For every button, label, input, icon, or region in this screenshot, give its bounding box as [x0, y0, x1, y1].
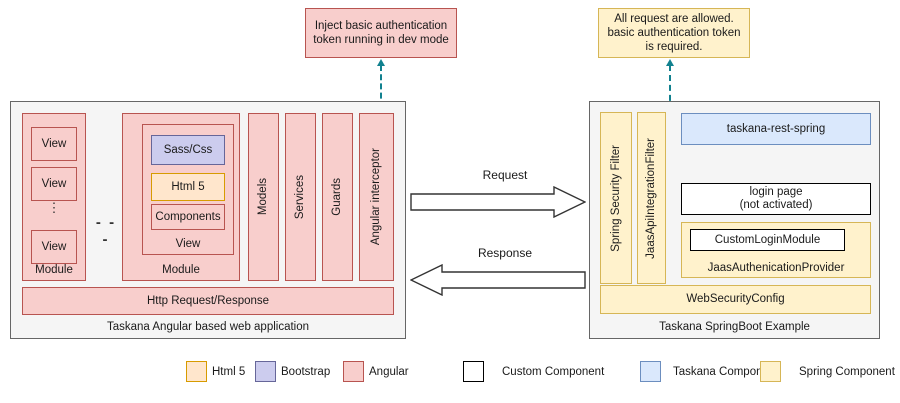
module-a-vertical-ellipsis-glyph: ⋮: [47, 200, 61, 215]
connector-line-left: [380, 65, 382, 117]
module-a-view-2: View: [31, 167, 77, 201]
module-b-item-sass-css: Sass/Css: [151, 135, 225, 165]
module-b-item-components: Components: [151, 204, 225, 230]
filter-spring-security: Spring Security Filter: [600, 112, 632, 284]
response-arrow-label: Response: [425, 246, 585, 262]
http-request-response-bar: Http Request/Response: [22, 287, 394, 315]
column-guards-label: Guards: [331, 178, 343, 216]
modules-horizontal-ellipsis: - - -: [92, 214, 120, 248]
taskana-rest-spring-label: taskana-rest-spring: [726, 122, 826, 135]
callout-angular-interceptor: Inject basic authentication token runnin…: [305, 8, 457, 58]
module-a-view-1-label: View: [41, 137, 67, 150]
modules-horizontal-ellipsis-glyph: - - -: [95, 214, 117, 248]
legend-item-taskana-component: Taskana Component: [640, 361, 778, 382]
response-label-text: Response: [477, 246, 533, 260]
legend-label-angular: Angular: [369, 365, 409, 378]
module-a-vertical-ellipsis: ⋮: [31, 201, 77, 227]
legend-swatch-bootstrap: [255, 361, 276, 382]
connector-arrowhead-left: [377, 59, 385, 66]
column-services-label: Services: [294, 174, 306, 220]
request-arrow-label: Request: [425, 168, 585, 184]
legend-item-bootstrap: Bootstrap: [255, 361, 330, 382]
column-models-label: Models: [257, 178, 269, 216]
legend-label-html5: Html 5: [212, 365, 246, 378]
taskana-rest-spring-box: taskana-rest-spring: [681, 113, 871, 145]
column-guards: Guards: [322, 113, 353, 281]
column-models: Models: [248, 113, 279, 281]
module-b-view-label: View: [175, 238, 201, 250]
connector-arrowhead-right: [666, 59, 674, 66]
column-services: Services: [285, 113, 316, 281]
callout-spring-security: All request are allowed. basic authentic…: [598, 8, 750, 58]
filter-jaas-api-integration-label: JaasApiIntegrationFilter: [645, 137, 657, 259]
filter-jaas-api-integration: JaasApiIntegrationFilter: [637, 112, 666, 284]
legend-item-custom-component: Custom Component: [463, 361, 604, 382]
legend-label-taskana-component: Taskana Component: [673, 365, 779, 378]
login-page-label-line1: login page: [749, 186, 803, 198]
http-request-response-label: Http Request/Response: [146, 294, 270, 307]
request-arrow-icon: [410, 186, 586, 218]
legend-swatch-spring-component: [760, 361, 781, 382]
module-a-view-1: View: [31, 127, 77, 161]
login-page-box: login page (not activated): [681, 183, 871, 215]
web-security-config-box: WebSecurityConfig: [600, 285, 871, 314]
legend-swatch-html5: [186, 361, 207, 382]
module-b-item-components-label: Components: [155, 210, 221, 223]
legend-item-angular: Angular: [343, 361, 409, 382]
module-b-item-html5-label: Html 5: [171, 180, 205, 193]
legend-label-bootstrap: Bootstrap: [281, 365, 331, 378]
legend-swatch-custom-component: [463, 361, 484, 382]
module-a-view-3: View: [31, 230, 77, 264]
column-angular-interceptor: Angular interceptor: [359, 113, 394, 281]
legend-swatch-angular: [343, 361, 364, 382]
request-label-text: Request: [482, 168, 528, 182]
login-page-label-line2: (not activated): [739, 199, 813, 211]
module-b-label: Module: [162, 264, 200, 276]
legend-item-html5: Html 5: [186, 361, 245, 382]
legend-label-spring-component: Spring Component: [799, 365, 895, 378]
callout-angular-text: Inject basic authentication token runnin…: [313, 20, 449, 46]
callout-spring-text: All request are allowed. basic authentic…: [607, 13, 741, 53]
custom-login-module-box: CustomLoginModule: [690, 229, 845, 251]
right-panel-caption: Taskana SpringBoot Example: [659, 321, 810, 333]
module-a-view-3-label: View: [41, 240, 67, 253]
legend-label-custom-component: Custom Component: [502, 365, 605, 378]
custom-login-module-label: CustomLoginModule: [714, 233, 821, 246]
column-angular-interceptor-label: Angular interceptor: [370, 148, 382, 246]
module-a-label: Module: [35, 264, 73, 276]
module-b-item-html5: Html 5: [151, 173, 225, 201]
response-arrow-icon: [410, 264, 586, 296]
web-security-config-label: WebSecurityConfig: [686, 293, 785, 305]
filter-spring-security-label: Spring Security Filter: [609, 144, 622, 252]
jaas-authentication-provider-label: JaasAuthenicationProvider: [707, 262, 845, 274]
legend-item-spring-component: Spring Component: [760, 361, 895, 382]
left-panel-caption: Taskana Angular based web application: [106, 321, 310, 333]
module-b-item-sass-css-label: Sass/Css: [163, 143, 213, 156]
legend-swatch-taskana-component: [640, 361, 661, 382]
module-a-view-2-label: View: [41, 177, 67, 190]
